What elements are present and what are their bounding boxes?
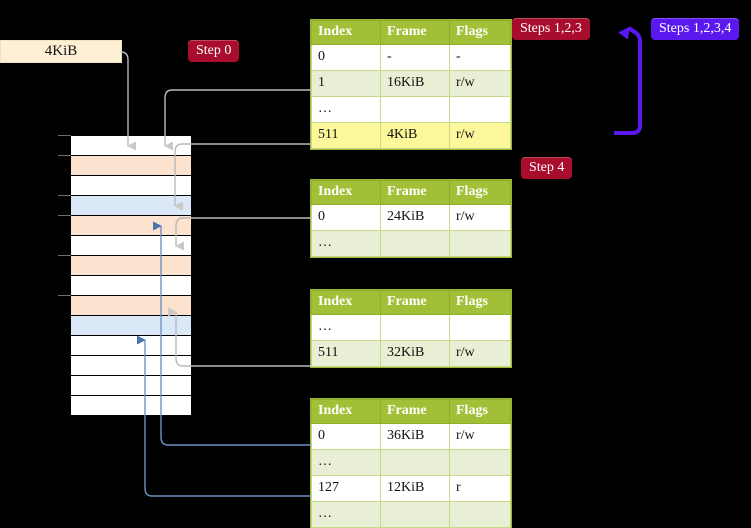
- column-header-index: Index: [311, 399, 381, 424]
- table-cell: [449, 230, 511, 257]
- memory-frame-row: [71, 296, 191, 316]
- table-cell: 0: [311, 423, 381, 450]
- memory-size-label: 4KiB: [0, 40, 122, 63]
- physical-memory-block: [70, 135, 191, 416]
- table-row: …: [311, 449, 511, 476]
- column-header-frame: Frame: [380, 20, 450, 45]
- table-cell: …: [311, 449, 381, 476]
- column-header-index: Index: [311, 290, 381, 315]
- table-cell: [449, 96, 511, 123]
- memory-tick: [58, 155, 71, 156]
- memory-frame-row: [71, 356, 191, 376]
- table-cell: [449, 501, 511, 528]
- memory-tick: [58, 215, 71, 216]
- table-row: …: [311, 314, 511, 341]
- memory-tick: [58, 195, 71, 196]
- table-row: …: [311, 230, 511, 257]
- table-cell: r/w: [449, 70, 511, 97]
- table-row: …: [311, 96, 511, 123]
- memory-frame-row: [71, 176, 191, 196]
- badge-steps-1-2-3-4: Steps 1,2,3,4: [651, 18, 740, 40]
- wire-table2-row0-to-memory: [175, 217, 311, 251]
- memory-frame-row: [71, 196, 191, 216]
- memory-tick: [58, 135, 71, 136]
- column-header-flags: Flags: [449, 20, 511, 45]
- badge-step-4: Step 4: [521, 157, 573, 179]
- table-cell: r/w: [449, 122, 511, 149]
- column-header-frame: Frame: [380, 399, 450, 424]
- column-header-index: Index: [311, 180, 381, 205]
- memory-frame-row: [71, 136, 191, 156]
- table-cell: …: [311, 501, 381, 528]
- table-cell: [449, 314, 511, 341]
- memory-frame-row: [71, 236, 191, 256]
- table-row: 0--: [311, 44, 511, 71]
- memory-frame-row: [71, 256, 191, 276]
- badge-step-0: Step 0: [188, 40, 240, 62]
- table-cell: r/w: [449, 340, 511, 367]
- wire-table1-row511-to-memory: [174, 143, 311, 211]
- table-cell: 24KiB: [380, 204, 450, 231]
- table-cell: 127: [311, 475, 381, 502]
- table-cell: 16KiB: [380, 70, 450, 97]
- table-cell: 511: [311, 340, 381, 367]
- wire-table3-row511-to-memory: [168, 307, 311, 367]
- table-cell: r/w: [449, 204, 511, 231]
- memory-tick: [58, 255, 71, 256]
- memory-frame-row: [71, 396, 191, 416]
- table-cell: r: [449, 475, 511, 502]
- table-cell: [380, 96, 450, 123]
- table-cell: [380, 501, 450, 528]
- column-header-frame: Frame: [380, 290, 450, 315]
- memory-frame-row: [71, 156, 191, 176]
- table-cell: [380, 449, 450, 476]
- table-cell: 12KiB: [380, 475, 450, 502]
- table-row: …: [311, 501, 511, 528]
- memory-frame-row: [71, 316, 191, 336]
- column-header-frame: Frame: [380, 180, 450, 205]
- table-cell: r/w: [449, 423, 511, 450]
- column-header-flags: Flags: [449, 399, 511, 424]
- table-cell: [449, 449, 511, 476]
- memory-frame-row: [71, 336, 191, 356]
- table-cell: …: [311, 230, 381, 257]
- table-cell: [380, 314, 450, 341]
- memory-frame-row: [71, 376, 191, 396]
- column-header-flags: Flags: [449, 290, 511, 315]
- wire-steps-bracket-arrow: [614, 26, 642, 135]
- table-cell: -: [449, 44, 511, 71]
- table-cell: [380, 230, 450, 257]
- wire-4kib-to-memory: [120, 51, 136, 151]
- column-header-flags: Flags: [449, 180, 511, 205]
- column-header-index: Index: [311, 20, 381, 45]
- memory-frame-row: [71, 276, 191, 296]
- table-cell: 1: [311, 70, 381, 97]
- table-cell: -: [380, 44, 450, 71]
- table-cell: …: [311, 314, 381, 341]
- table-cell: 4KiB: [380, 122, 450, 149]
- memory-frame-row: [71, 216, 191, 236]
- memory-tick: [58, 295, 71, 296]
- table-cell: 0: [311, 204, 381, 231]
- table-cell: 0: [311, 44, 381, 71]
- table-cell: 511: [311, 122, 381, 149]
- badge-steps-1-2-3: Steps 1,2,3: [512, 18, 590, 40]
- table-cell: …: [311, 96, 381, 123]
- table-cell: 32KiB: [380, 340, 450, 367]
- table-cell: 36KiB: [380, 423, 450, 450]
